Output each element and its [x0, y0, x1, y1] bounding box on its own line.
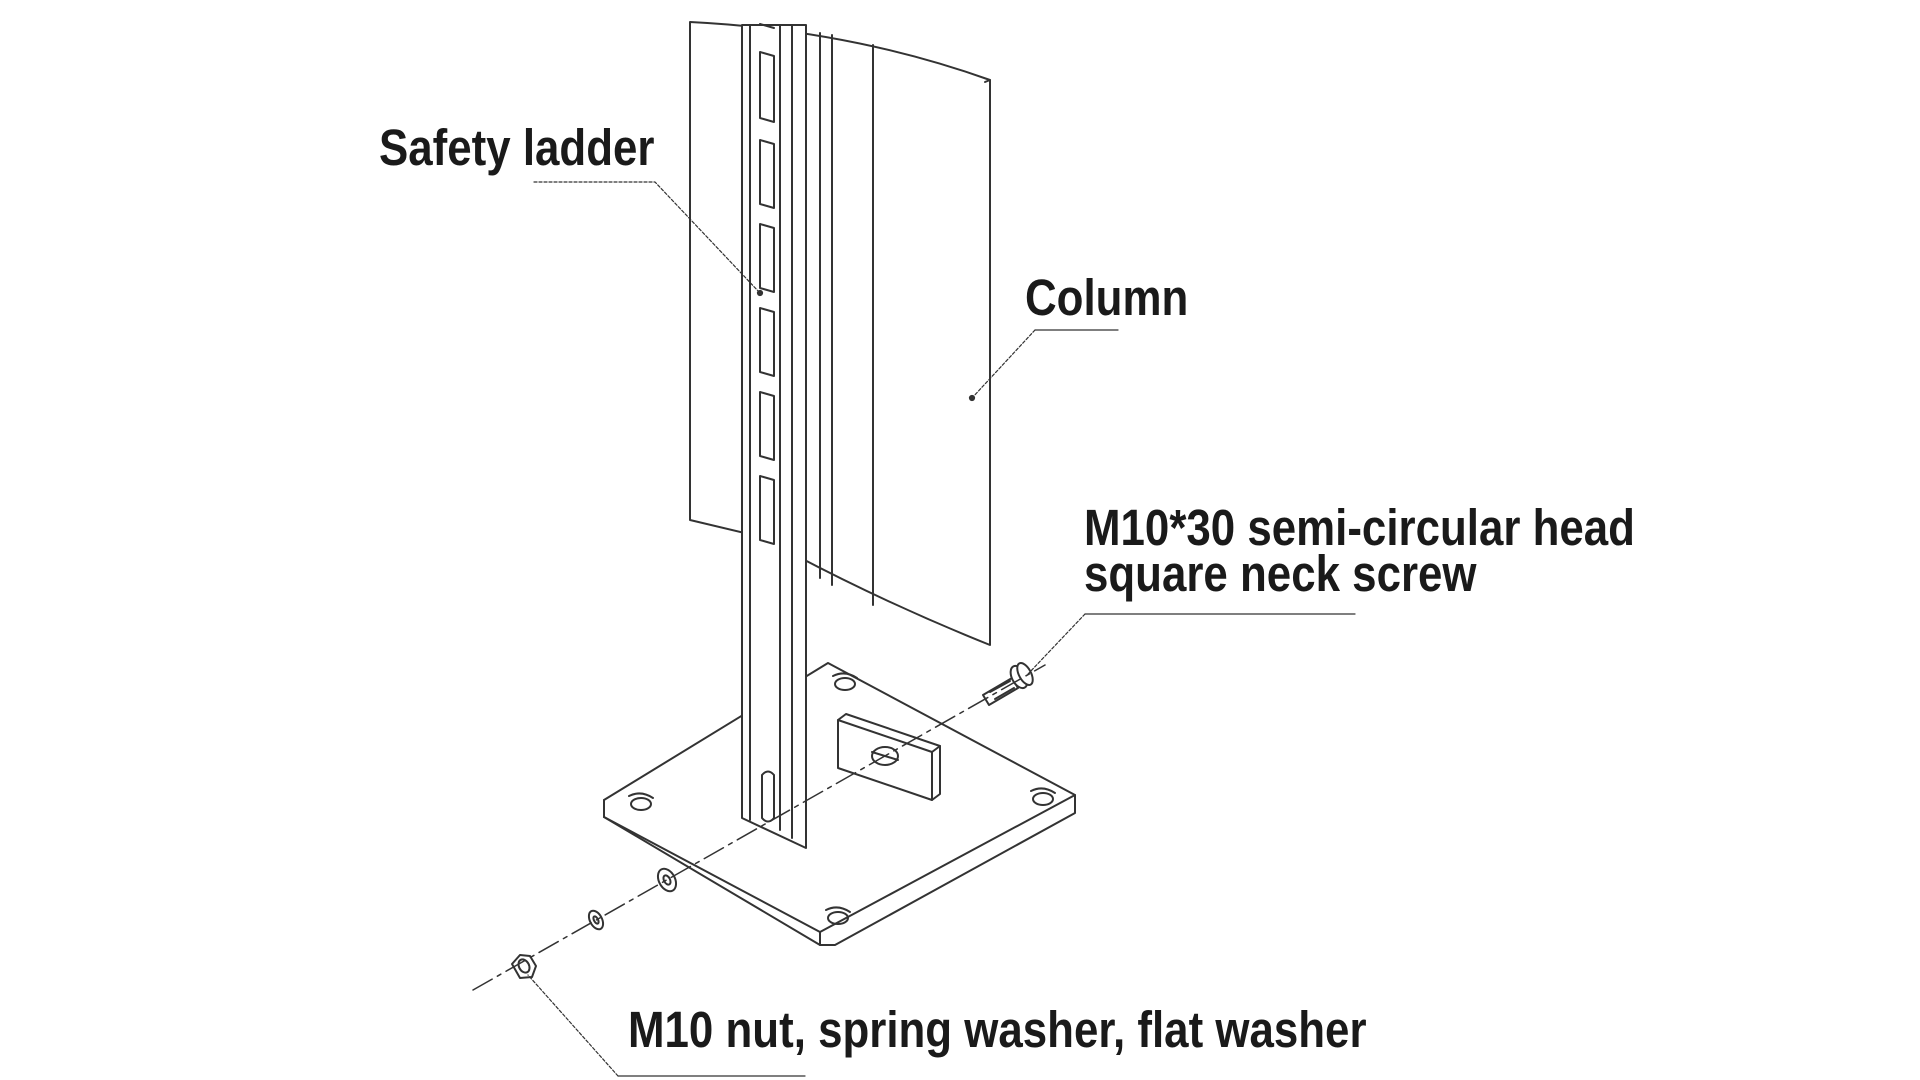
square-neck-screw [982, 662, 1034, 706]
label-nut-washers: M10 nut, spring washer, flat washer [628, 1001, 1367, 1058]
flat-washer [656, 867, 678, 893]
label-screw-line-1: M10*30 semi-circular head [1084, 499, 1635, 556]
column-body [689, 21, 991, 646]
backing-plate [837, 713, 941, 801]
base-plate [603, 662, 1076, 946]
assembly-axis-line [472, 664, 1046, 991]
label-safety-ladder: Safety ladder [379, 119, 655, 176]
hex-nut [511, 954, 537, 979]
label-column: Column [1025, 269, 1189, 326]
label-screw-line-2: square neck screw [1084, 545, 1477, 602]
leader-lines [527, 181, 1356, 1077]
safety-ladder-strip [741, 23, 807, 849]
